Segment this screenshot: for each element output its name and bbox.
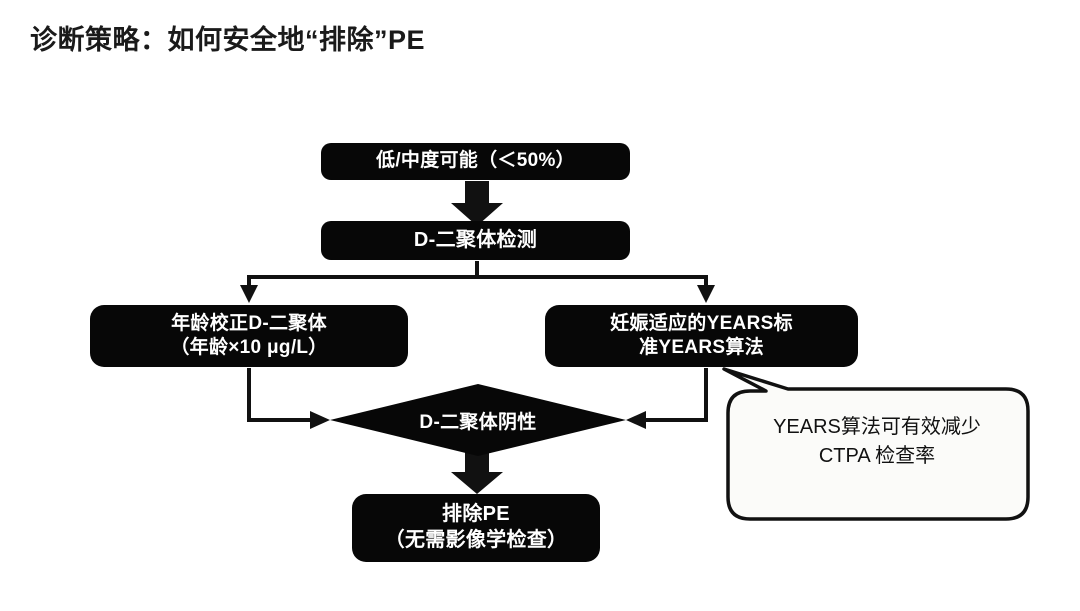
callout-bubble-shape xyxy=(722,367,1030,521)
connector-probability-to-ddimer-test xyxy=(451,181,503,226)
arrowhead-left-to-diamond xyxy=(310,411,330,429)
flow-node-exclude-pe-line2: （无需影像学检查） xyxy=(384,529,568,551)
flow-node-exclude-pe-line1: 排除PE xyxy=(442,503,510,526)
connector-ddimer-test-split xyxy=(247,261,708,288)
flow-node-ddimer-negative-label: D-二聚体阴性 xyxy=(419,411,537,433)
flow-node-age-adjusted-ddimer[interactable]: 年龄校正D-二聚体 （年龄×10 μg/L） xyxy=(90,305,408,367)
connector-years-to-diamond xyxy=(645,368,708,422)
flow-node-probability[interactable]: 低/中度可能（＜50%） xyxy=(321,143,630,180)
arrowhead-split-left xyxy=(240,285,258,303)
flow-node-years-algorithm[interactable]: 妊娠适应的YEARS标 准YEARS算法 xyxy=(545,305,858,367)
page-title: 诊断策略：如何安全地“排除”PE xyxy=(30,25,426,55)
flow-node-ddimer-test-label: D-二聚体检测 xyxy=(413,228,538,251)
callout-line2: CTPA 检查率 xyxy=(818,445,936,467)
connector-diamond-to-exclude-pe xyxy=(451,452,503,494)
flow-node-years-line2: 准YEARS算法 xyxy=(639,337,764,358)
flow-node-ddimer-test[interactable]: D-二聚体检测 xyxy=(321,221,630,260)
flow-node-exclude-pe[interactable]: 排除PE （无需影像学检查） xyxy=(352,494,600,562)
arrowhead-split-right xyxy=(697,285,715,303)
flow-node-age-adjusted-line1: 年龄校正D-二聚体 xyxy=(171,312,327,334)
callout-bubble[interactable]: YEARS算法可有效减少 CTPA 检查率 xyxy=(722,365,1032,525)
flow-node-years-line1: 妊娠适应的YEARS标 xyxy=(610,312,793,334)
arrowhead-right-to-diamond xyxy=(626,411,646,429)
flow-node-probability-label: 低/中度可能（＜50%） xyxy=(376,150,575,172)
callout-bubble-text: YEARS算法可有效减少 CTPA 检查率 xyxy=(736,413,1018,471)
flow-node-ddimer-negative[interactable]: D-二聚体阴性 xyxy=(330,384,626,456)
flow-node-age-adjusted-line2: （年龄×10 μg/L） xyxy=(170,337,328,358)
callout-line1: YEARS算法可有效减少 xyxy=(773,416,981,438)
connector-age-adjusted-to-diamond xyxy=(247,368,311,422)
